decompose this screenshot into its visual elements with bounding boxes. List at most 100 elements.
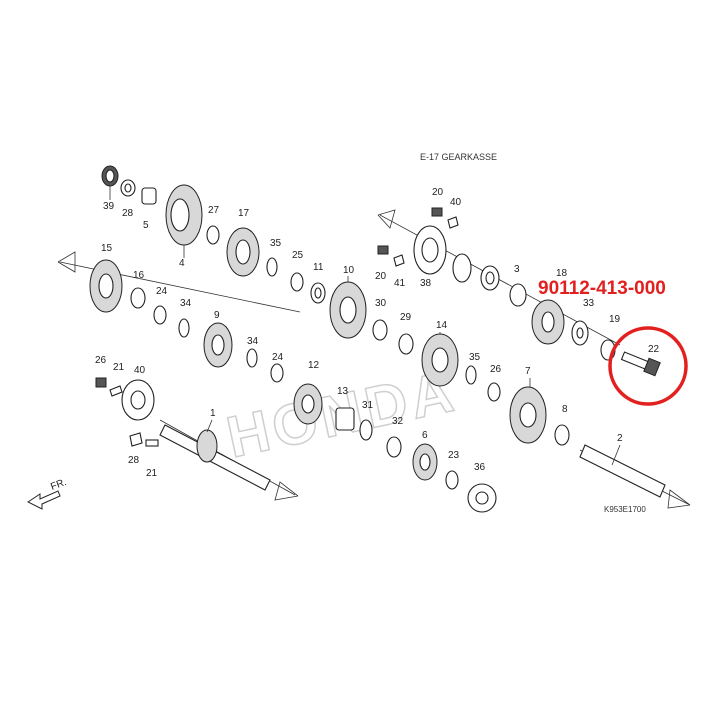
part-7 xyxy=(509,386,547,444)
part-25a xyxy=(290,272,304,292)
callout-17: 17 xyxy=(238,208,250,219)
part-3 xyxy=(509,283,527,307)
part-12 xyxy=(293,383,323,425)
part-22 xyxy=(620,351,661,377)
part-35a xyxy=(266,257,278,277)
part-26a xyxy=(95,377,107,388)
diagram-title: E-17 GEARKASSE xyxy=(420,152,497,162)
part-1 xyxy=(159,424,271,491)
part-29 xyxy=(398,333,414,355)
callout-25b: 26 xyxy=(490,364,502,375)
callout-40: 40 xyxy=(450,197,462,208)
part-27 xyxy=(206,225,220,245)
callout-15: 15 xyxy=(101,243,113,254)
part-39 xyxy=(101,165,119,187)
callout-13: 13 xyxy=(337,386,349,397)
highlighted-part-number: 90112-413-000 xyxy=(538,278,666,299)
callout-23: 23 xyxy=(448,450,460,461)
part-9 xyxy=(203,322,233,368)
callout-29: 29 xyxy=(400,312,412,323)
front-label: FR. xyxy=(49,477,68,493)
callout-8: 8 xyxy=(562,404,568,415)
part-38 xyxy=(121,379,155,421)
part-32 xyxy=(386,436,402,458)
callout-10: 10 xyxy=(343,265,355,276)
part-4 xyxy=(165,184,203,246)
callout-12: 12 xyxy=(308,360,320,371)
part-2 xyxy=(579,444,666,498)
callout-24: 24 xyxy=(156,286,168,297)
callout-4: 4 xyxy=(179,258,185,269)
callout-6: 6 xyxy=(422,430,428,441)
part-25b xyxy=(487,382,501,402)
part-30 xyxy=(372,319,388,341)
part-37 xyxy=(413,225,447,275)
part-5 xyxy=(141,187,157,205)
callout-35b: 35 xyxy=(469,352,481,363)
part-24b xyxy=(270,363,284,383)
callout-38: 40 xyxy=(134,365,146,376)
callout-11: 11 xyxy=(313,262,324,273)
callout-26: 26 xyxy=(95,355,107,366)
callout-5: 5 xyxy=(143,220,149,231)
callout-16: 16 xyxy=(133,270,145,281)
part-17 xyxy=(226,227,260,277)
part-42 xyxy=(452,253,472,283)
callout-18: 18 xyxy=(556,268,568,279)
callout-22: 22 xyxy=(648,344,660,355)
part-36 xyxy=(467,483,497,513)
part-21a xyxy=(109,385,123,397)
callout-24b: 24 xyxy=(272,352,284,363)
callout-2: 2 xyxy=(617,433,623,444)
callout-30: 30 xyxy=(375,298,387,309)
part-11 xyxy=(310,282,326,304)
callout-34: 34 xyxy=(180,298,192,309)
part-40b xyxy=(393,254,405,267)
callout-14: 14 xyxy=(436,320,448,331)
callout-35: 35 xyxy=(270,238,282,249)
part-28a xyxy=(120,179,136,197)
callout-25: 25 xyxy=(292,250,304,261)
part-33 xyxy=(571,320,589,346)
callout-9: 9 xyxy=(214,310,220,321)
part-31 xyxy=(359,419,373,441)
callout-21b: 21 xyxy=(146,468,158,479)
part-16 xyxy=(130,287,146,309)
part-34a xyxy=(178,318,190,338)
callout-21: 21 xyxy=(113,362,125,373)
part-15 xyxy=(89,259,123,313)
part-34b xyxy=(246,348,258,368)
part-20b xyxy=(377,245,389,255)
callout-7: 7 xyxy=(525,366,531,377)
callout-20: 20 xyxy=(432,187,444,198)
callout-39: 39 xyxy=(103,201,115,212)
callout-1: 1 xyxy=(210,408,216,419)
part-23 xyxy=(445,470,459,490)
callout-27: 27 xyxy=(208,205,220,216)
part-20a xyxy=(431,207,443,217)
callout-3: 3 xyxy=(514,264,520,275)
part-14 xyxy=(421,333,459,387)
callout-28b: 28 xyxy=(128,455,140,466)
callout-33: 33 xyxy=(583,298,595,309)
part-35b xyxy=(465,365,477,385)
drawing-code: K953E1700 xyxy=(604,505,646,514)
part-13 xyxy=(335,407,355,431)
part-10 xyxy=(329,281,367,339)
callout-32: 32 xyxy=(392,416,404,427)
callout-34b: 34 xyxy=(247,336,259,347)
part-40a xyxy=(447,216,459,229)
callout-19: 19 xyxy=(609,314,621,325)
part-41 xyxy=(480,265,500,291)
callout-37: 38 xyxy=(420,278,432,289)
part-8 xyxy=(554,424,570,446)
part-18 xyxy=(531,299,565,345)
callout-20b: 20 xyxy=(375,271,387,282)
callout-28: 28 xyxy=(122,208,134,219)
part-6 xyxy=(412,443,438,481)
part-28b xyxy=(129,432,143,447)
highlight-circle xyxy=(608,326,688,406)
callout-36: 36 xyxy=(474,462,486,473)
part-24a xyxy=(153,305,167,325)
